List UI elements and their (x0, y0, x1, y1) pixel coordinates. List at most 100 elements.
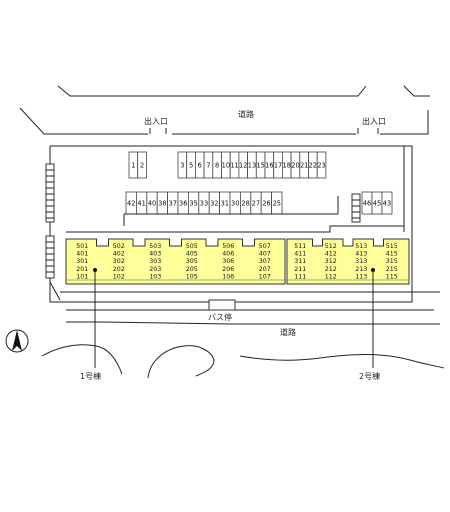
parking-right-slot (381, 191, 393, 215)
building1-unit-label: 407 (259, 251, 271, 258)
left-stair (45, 163, 55, 279)
building2-unit-label: 113 (355, 273, 367, 280)
parking-top-slot-label: 20 (291, 161, 299, 169)
parking-middle-slot-label: 30 (231, 199, 239, 207)
building2-marker (371, 268, 375, 272)
north-road-label: 道路 (238, 109, 254, 119)
north-road-edge-top (57, 85, 430, 97)
right-stair (351, 193, 361, 223)
parking-top-slot-label: 3 (180, 161, 184, 169)
parking-top-slot-label: 17 (274, 161, 282, 169)
building1-unit-label: 406 (222, 251, 234, 258)
south-road-edge (66, 321, 440, 325)
building1-unit-label: 303 (149, 258, 161, 265)
entrance-label-left: 出入口 (144, 116, 168, 126)
parking-middle-slot-label: 42 (127, 199, 135, 207)
building2-unit-label: 115 (386, 273, 398, 280)
parking-middle-slot-label: 26 (262, 199, 270, 207)
building1-label: 1号棟 (80, 371, 101, 381)
building2-unit-label: 313 (355, 258, 367, 265)
building2-unit-label: 213 (355, 266, 367, 273)
bus-stop-label: バス停 (208, 312, 232, 322)
building1-unit-label: 102 (113, 273, 125, 280)
building2-unit-label: 212 (325, 266, 337, 273)
entrance-marker-left (149, 128, 167, 134)
parking-right-slot-label: 46 (363, 199, 371, 207)
building1-unit-label: 103 (149, 273, 161, 280)
building2-unit-label: 511 (294, 243, 306, 250)
parking-top-slot-label: 6 (198, 161, 202, 169)
parking-top-slot-label: 8 (215, 161, 219, 169)
parking-top-slot-label: 16 (265, 161, 273, 169)
parking-middle-slot-label: 36 (179, 199, 187, 207)
building2-unit-label: 415 (386, 251, 398, 258)
building2-unit-label: 512 (325, 243, 337, 250)
building2-unit-label: 211 (294, 266, 306, 273)
lower-boundary (49, 281, 440, 311)
parking-middle-slot-label: 33 (200, 199, 208, 207)
parking-top-slot-label: 11 (230, 161, 238, 169)
building1-unit-label: 203 (149, 266, 161, 273)
building1-unit-label: 201 (76, 266, 88, 273)
north-arrow-icon (5, 329, 29, 353)
parking-middle-slot-label: 27 (252, 199, 260, 207)
building1-outline (65, 238, 286, 285)
building1-unit-label: 405 (186, 251, 198, 258)
parking-middle-slot-label: 28 (241, 199, 249, 207)
parking-top-slot-label: 15 (256, 161, 264, 169)
building2-unit-label: 411 (294, 251, 306, 258)
parking-top-slot-label: 10 (222, 161, 230, 169)
building-1: 5014013012011015024023022021025034033032… (65, 238, 286, 285)
building2-unit-label: 413 (355, 251, 367, 258)
building2-unit-label: 111 (294, 273, 306, 280)
parking-top-slot-label: 2 (140, 161, 144, 169)
building2-label: 2号棟 (359, 371, 380, 381)
internal-boundary (66, 196, 404, 233)
building1-unit-label: 106 (222, 273, 234, 280)
building1-unit-label: 402 (113, 251, 125, 258)
parking-middle-slot-label: 35 (189, 199, 197, 207)
building1-unit-label: 306 (222, 258, 234, 265)
parking-right-slot-label: 43 (383, 199, 391, 207)
building1-unit-label: 305 (186, 258, 198, 265)
parking-top-slot-label: 13 (248, 161, 256, 169)
building1-unit-label: 207 (259, 266, 271, 273)
parking-middle-slot-label: 31 (221, 199, 229, 207)
building2-unit-label: 311 (294, 258, 306, 265)
building2-unit-label: 515 (386, 243, 398, 250)
parking-top-slot-label: 23 (317, 161, 325, 169)
building1-unit-label: 307 (259, 258, 271, 265)
building1-unit-label: 506 (222, 243, 234, 250)
terrain-curve-left (41, 344, 123, 375)
building1-unit-label: 105 (186, 273, 198, 280)
parking-top-slot-label: 1 (131, 161, 135, 169)
building1-unit-label: 505 (186, 243, 198, 250)
building1-unit-label: 507 (259, 243, 271, 250)
parking-middle-slot-label: 40 (148, 199, 156, 207)
parking-middle-slot-label: 38 (158, 199, 166, 207)
terrain-curve-right (239, 354, 445, 369)
parking-top-slot (316, 151, 327, 179)
building2-unit-label: 513 (355, 243, 367, 250)
building1-unit-label: 205 (186, 266, 198, 273)
south-road-label: 道路 (280, 327, 296, 337)
parking-top-slot-label: 5 (189, 161, 193, 169)
terrain-curve-middle (147, 345, 215, 379)
building2-unit-label: 312 (325, 258, 337, 265)
building1-unit-label: 502 (113, 243, 125, 250)
bus-stop-box (208, 299, 236, 311)
entrance-label-right: 出入口 (362, 116, 386, 126)
parking-top-slot (137, 151, 147, 179)
building1-unit-label: 107 (259, 273, 271, 280)
parking-top-slot-label: 22 (309, 161, 317, 169)
building2-outline (286, 238, 410, 285)
building1-unit-label: 302 (113, 258, 125, 265)
parking-right-slot-label: 45 (373, 199, 381, 207)
building2-unit-label: 412 (325, 251, 337, 258)
parking-middle-slot-label: 41 (137, 199, 145, 207)
parking-top-slot-label: 21 (300, 161, 308, 169)
building-2: 5114113112111115124123122121125134133132… (286, 238, 410, 285)
